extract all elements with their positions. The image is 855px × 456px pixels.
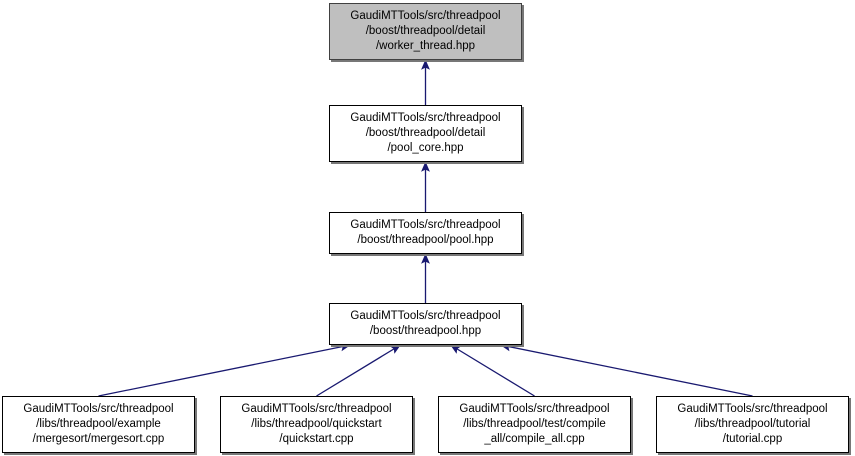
graph-node-label-line: /libs/threadpool/test/compile [463, 418, 606, 430]
graph-node-label-line: GaudiMTTools/src/threadpool [459, 403, 610, 415]
graph-node-label-line: /quickstart.cpp [279, 433, 354, 445]
graph-node-pool_hpp[interactable]: GaudiMTTools/src/threadpool/boost/thread… [329, 212, 522, 254]
graph-edge-quickstart-to-threadpool_hpp [316, 344, 401, 397]
graph-node-label-line: GaudiMTTools/src/threadpool [677, 403, 828, 415]
graph-edge-mergesort-to-threadpool_hpp [98, 342, 351, 397]
graph-node-label-line: /mergesort/mergesort.cpp [32, 433, 165, 445]
graph-node-worker_thread[interactable]: GaudiMTTools/src/threadpool/boost/thread… [329, 3, 522, 60]
graph-node-threadpool_hpp[interactable]: GaudiMTTools/src/threadpool/boost/thread… [329, 303, 522, 345]
graph-node-label-line: /boost/threadpool/pool.hpp [357, 234, 494, 246]
graph-node-label-line: /worker_thread.hpp [375, 40, 476, 52]
graph-node-label-line: /libs/threadpool/quickstart [251, 418, 382, 430]
graph-node-label-line: GaudiMTTools/src/threadpool [350, 310, 501, 322]
graph-node-label-line: /boost/threadpool/detail [365, 25, 486, 37]
graph-node-label-line: /libs/threadpool/example [36, 418, 161, 430]
graph-node-label-line: GaudiMTTools/src/threadpool [241, 403, 392, 415]
graph-node-label-line: GaudiMTTools/src/threadpool [350, 10, 501, 22]
graph-node-mergesort[interactable]: GaudiMTTools/src/threadpool/libs/threadp… [2, 396, 195, 453]
graph-node-label-line: GaudiMTTools/src/threadpool [23, 403, 174, 415]
graph-node-tutorial[interactable]: GaudiMTTools/src/threadpool/libs/threadp… [656, 396, 849, 453]
graph-edge-tutorial-to-threadpool_hpp [500, 342, 753, 397]
graph-node-pool_core[interactable]: GaudiMTTools/src/threadpool/boost/thread… [329, 105, 522, 162]
graph-node-label-line: /pool_core.hpp [387, 142, 464, 154]
graph-node-label-line: /libs/threadpool/tutorial [694, 418, 811, 430]
graph-node-label-line: /tutorial.cpp [722, 433, 783, 445]
graph-node-quickstart[interactable]: GaudiMTTools/src/threadpool/libs/threadp… [220, 396, 413, 453]
graph-edge-compile_all-to-threadpool_hpp [450, 344, 535, 397]
graph-node-label-line: GaudiMTTools/src/threadpool [350, 112, 501, 124]
graph-node-label-line: _all/compile_all.cpp [484, 433, 585, 445]
graph-node-compile_all[interactable]: GaudiMTTools/src/threadpool/libs/threadp… [438, 396, 631, 453]
graph-node-label-line: /boost/threadpool/detail [365, 127, 486, 139]
graph-node-label-line: /boost/threadpool.hpp [369, 325, 482, 337]
graph-node-label-line: GaudiMTTools/src/threadpool [350, 219, 501, 231]
